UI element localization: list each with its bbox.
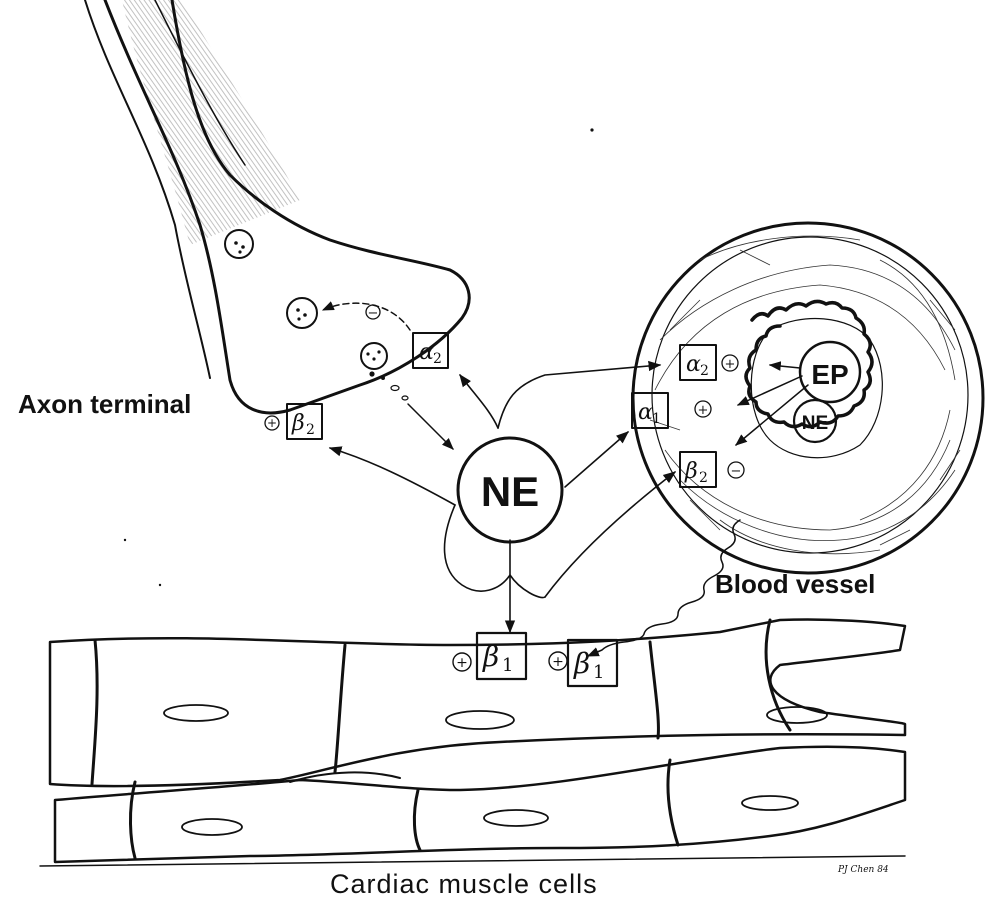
lower-fiber-disc-2 — [414, 790, 420, 850]
ne-to-axon-alpha2-arrow — [460, 375, 498, 428]
receptor-greek: β — [482, 640, 499, 673]
ep-to-beta2-arrow — [736, 385, 808, 445]
cardiac-muscle-cells: β 1 + β 1 + Cardiac muscle cells PJ Chen… — [40, 619, 905, 899]
cardiac-beta1-left-plus: + — [453, 653, 471, 671]
release-arrow — [408, 404, 453, 449]
blood-vessel: EP NE α 2 + α 1 + β 2 — [588, 223, 983, 656]
axon-shaft-fill — [122, 0, 300, 245]
ep-to-alpha2-arrow — [770, 365, 800, 368]
cardiac-beta1-right-receptor: β 1 — [568, 640, 617, 686]
vessel-ep-text: EP — [811, 359, 848, 390]
svg-text:−: − — [368, 306, 379, 321]
receptor-sub: 2 — [433, 351, 442, 367]
vessel-beta2-receptor: β 2 — [680, 452, 716, 487]
vesicle-releasing — [361, 343, 408, 400]
axon-terminal-label: Axon terminal — [18, 389, 191, 419]
svg-text:+: + — [725, 357, 736, 372]
blood-vessel-label: Blood vessel — [715, 569, 875, 599]
nucleus — [484, 810, 548, 826]
vessel-ne-text: NE — [802, 413, 828, 434]
cardiac-beta1-right-plus: + — [549, 652, 567, 670]
alpha2-feedback-arrow — [323, 303, 410, 330]
receptor-sub: 2 — [306, 422, 315, 438]
receptor-sub: 1 — [652, 411, 661, 427]
upper-fiber-disc-1 — [92, 640, 97, 784]
alpha2-minus-sign: − — [366, 305, 380, 321]
vesicle-top — [225, 230, 253, 258]
nucleus — [767, 707, 827, 723]
vessel-lumen-wavy — [746, 301, 872, 426]
vessel-beta2-minus: − — [728, 462, 744, 479]
svg-text:+: + — [456, 655, 468, 671]
upper-fiber-disc-4 — [766, 620, 790, 730]
receptor-greek: α — [638, 400, 653, 425]
upper-fiber-disc-2 — [335, 645, 345, 772]
receptor-sub: 1 — [502, 655, 513, 676]
svg-text:+: + — [267, 416, 277, 430]
speck — [124, 539, 126, 541]
beta2-plus-sign: + — [265, 416, 279, 430]
upper-fiber-disc-3 — [650, 642, 658, 738]
receptor-greek: β — [573, 647, 590, 680]
vessel-alpha1-receptor: α 1 — [632, 393, 668, 428]
ne-center-text: NE — [481, 468, 539, 515]
svg-text:+: + — [698, 403, 709, 418]
artist-signature: PJ Chen 84 — [837, 865, 889, 875]
vessel-alpha2-plus: + — [722, 355, 738, 372]
lower-fiber — [55, 747, 905, 862]
vesicle-middle — [287, 298, 317, 328]
receptor-greek: β — [684, 459, 698, 484]
axon-terminal: α 2 − β 2 + Axon terminal — [18, 0, 469, 439]
nucleus — [182, 819, 242, 835]
receptor-greek: β — [291, 411, 305, 436]
cardiac-cells-label: Cardiac muscle cells — [330, 869, 598, 899]
svg-text:+: + — [552, 654, 564, 670]
lower-fiber-disc-3 — [668, 760, 678, 845]
vessel-wall-strokes — [650, 236, 960, 554]
vessel-alpha1-plus: + — [695, 401, 711, 418]
ne-bottom-loop — [445, 505, 545, 598]
speck — [590, 128, 593, 131]
receptor-sub: 2 — [699, 470, 708, 486]
cardiac-beta1-left-receptor: β 1 — [477, 633, 526, 679]
speck — [159, 584, 161, 586]
receptor-greek: α — [419, 340, 434, 365]
nucleus — [742, 796, 798, 810]
ne-to-axon-beta2-arrow — [330, 448, 455, 505]
nucleus — [164, 705, 228, 721]
svg-text:−: − — [731, 464, 742, 479]
ne-hub: NE — [330, 365, 675, 632]
nucleus — [446, 711, 514, 729]
receptor-sub: 2 — [700, 363, 709, 379]
ne-to-vessel-alpha1-arrow — [565, 432, 628, 487]
vessel-alpha2-receptor: α 2 — [680, 345, 716, 380]
receptor-greek: α — [686, 352, 701, 377]
ne-to-vessel-beta2-arrow — [545, 472, 675, 597]
receptor-sub: 1 — [593, 662, 604, 683]
vessel-outer-wall — [633, 223, 983, 573]
